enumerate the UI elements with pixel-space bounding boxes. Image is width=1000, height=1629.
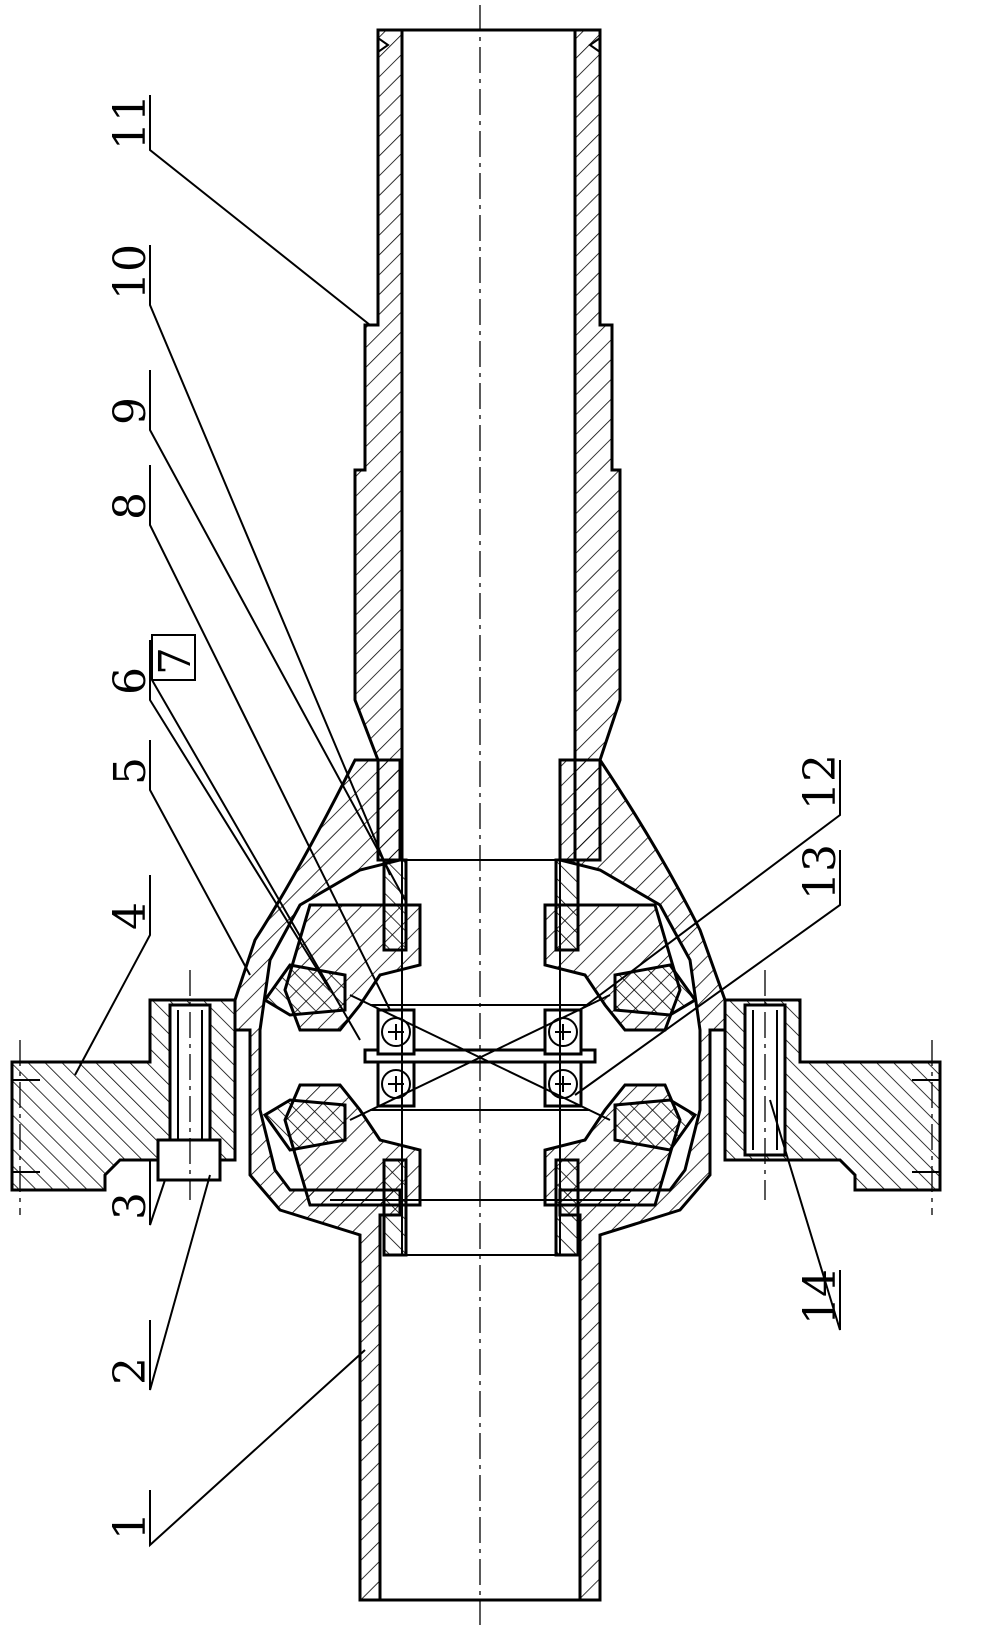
part-label-14: 14 xyxy=(795,1269,846,1325)
part-label-11: 11 xyxy=(105,94,156,150)
part-label-4: 4 xyxy=(105,902,156,930)
leader-lines xyxy=(74,95,841,1548)
leader-6 xyxy=(149,640,331,991)
part-labels: 1 2 3 4 5 6 7 8 9 10 11 12 13 14 xyxy=(105,94,846,1540)
part-label-9: 9 xyxy=(105,397,156,425)
leader-9 xyxy=(149,370,406,901)
leader-4 xyxy=(74,875,151,1076)
leader-10 xyxy=(149,245,391,876)
cross-diag-2 xyxy=(349,994,611,1121)
leader-13 xyxy=(574,850,841,1096)
part-label-1: 1 xyxy=(105,1512,156,1540)
part-label-6: 6 xyxy=(105,667,156,695)
part-label-3: 3 xyxy=(105,1192,156,1220)
part-label-2: 2 xyxy=(105,1357,156,1385)
pinion-teeth xyxy=(262,963,698,1152)
leader-5 xyxy=(149,740,251,976)
part-label-7: 7 xyxy=(150,647,201,675)
leader-2 xyxy=(149,1174,211,1391)
part-label-5: 5 xyxy=(105,757,156,785)
part-label-12: 12 xyxy=(795,754,846,810)
leader-11 xyxy=(149,95,371,326)
leader-8 xyxy=(149,465,391,1011)
part-label-13: 13 xyxy=(795,844,846,900)
leader-12 xyxy=(579,760,841,1011)
part-label-10: 10 xyxy=(105,244,156,300)
leader-1 xyxy=(149,1349,366,1548)
leader-3 xyxy=(149,1160,166,1226)
upper-axle-tube xyxy=(353,28,622,862)
part-label-8: 8 xyxy=(105,492,156,520)
leader-7 xyxy=(151,634,361,1041)
leader-14 xyxy=(769,1099,841,1331)
flange xyxy=(10,998,942,1192)
